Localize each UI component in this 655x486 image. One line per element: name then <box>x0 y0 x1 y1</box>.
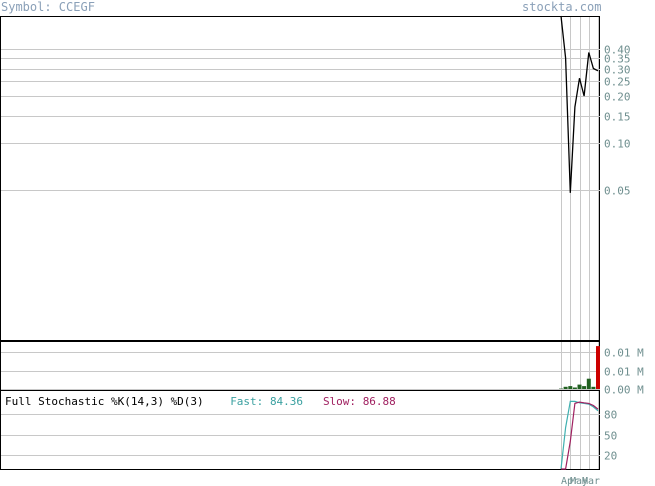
fast-stochastic-line <box>560 400 599 470</box>
volume-bar <box>563 386 568 389</box>
stochastic-title: Full Stochastic %K(14,3) %D(3) <box>5 395 204 408</box>
price-tick-label: 0.20 <box>604 91 631 104</box>
price-tick-label: 0.25 <box>604 76 631 89</box>
price-line <box>560 15 599 193</box>
site-label: stockta.com <box>522 0 602 14</box>
volume-panel-frame <box>0 341 600 390</box>
x-axis-label: Apr <box>561 476 579 486</box>
volume-bar <box>577 384 582 389</box>
stochastic-panel-frame <box>0 390 600 470</box>
volume-bar <box>582 386 587 389</box>
volume-layer <box>559 346 600 389</box>
price-tick-label: 0.15 <box>604 111 631 124</box>
price-tick-label: 0.30 <box>604 64 631 77</box>
tick-labels: 0.400.350.300.25 0.20 0.15 0.10 0.05 0.01 M 0.… <box>561 44 644 486</box>
slow-stochastic-line <box>561 401 599 470</box>
x-axis-label: Mar <box>582 476 600 486</box>
stochastic-tick-label: 50 <box>604 430 617 443</box>
stochastic-tick-label: 80 <box>604 409 617 422</box>
slow-value: 86.88 <box>362 395 396 408</box>
volume-bar <box>568 386 573 389</box>
price-panel-frame <box>0 16 600 341</box>
volume-bar <box>586 378 591 389</box>
price-tick-label: 0.05 <box>604 185 631 198</box>
volume-tick-label: 0.00 M <box>604 384 644 397</box>
symbol-label: Symbol: CCEGF <box>1 0 95 14</box>
volume-bar <box>591 386 596 389</box>
volume-bar <box>572 387 577 389</box>
volume-bar <box>596 346 600 389</box>
volume-tick-label: 0.01 M <box>604 347 644 360</box>
fast-label: Fast: <box>230 395 264 408</box>
chart-grid <box>1 17 600 469</box>
volume-tick-label: 0.01 M <box>604 366 644 379</box>
price-layer <box>560 15 599 193</box>
stochastic-layer <box>560 400 599 470</box>
x-axis-label: May <box>570 476 588 486</box>
stochastic-tick-label: 20 <box>604 450 617 463</box>
price-tick-label: 0.35 <box>604 53 631 66</box>
stochastic-legend: Full Stochastic %K(14,3) %D(3) Fast: 84.… <box>5 395 396 408</box>
price-tick-label: 0.40 <box>604 44 631 57</box>
price-tick-label: 0.10 <box>604 138 631 151</box>
slow-label: Slow: <box>322 395 357 408</box>
fast-value: 84.36 <box>269 395 304 408</box>
